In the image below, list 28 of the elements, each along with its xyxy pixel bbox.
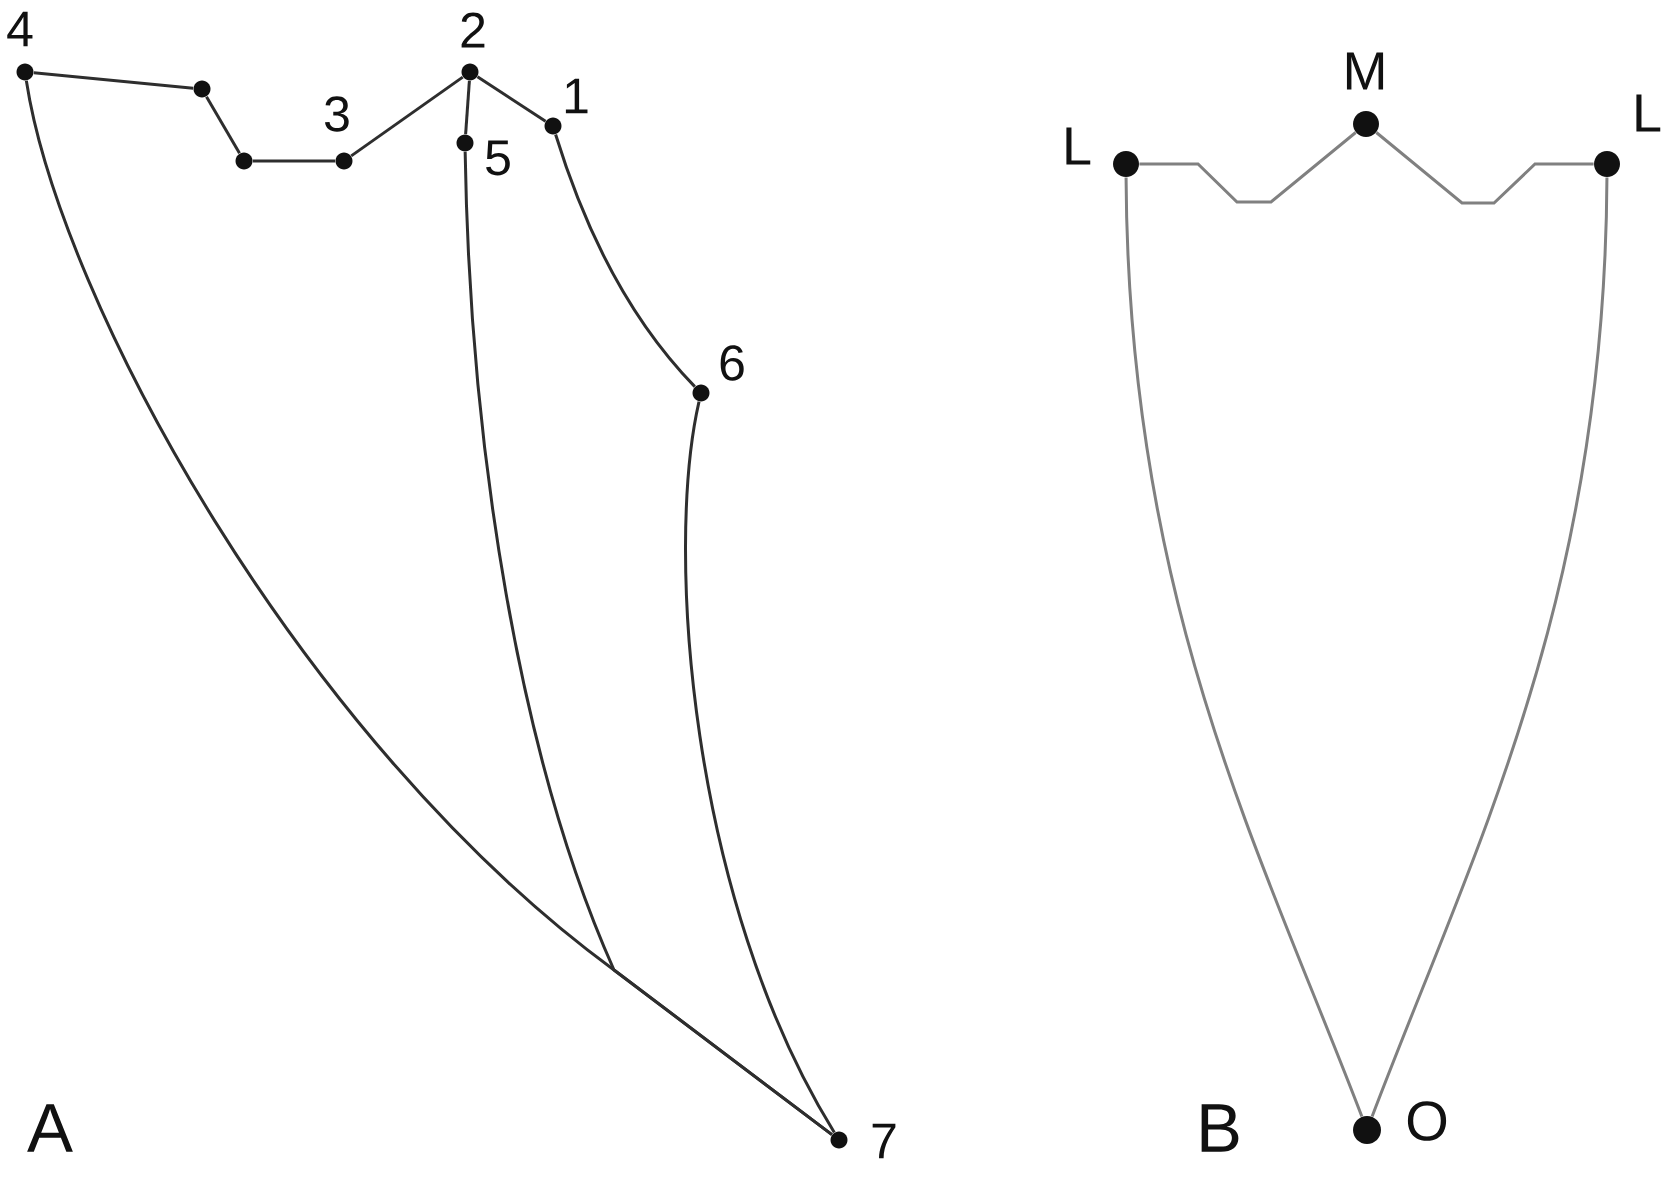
connector-line [464,80,471,135]
point-label: L [1636,94,1661,132]
point-label: 3 [325,96,349,132]
connector-line [554,134,696,388]
connector-line [1375,131,1594,205]
panel-label: B [1201,1104,1239,1152]
point-dot [235,152,253,170]
point-dot [193,80,211,98]
point-label: O [1407,1101,1447,1141]
connector-line [33,71,194,90]
connector-line [684,401,836,1134]
point-label: L [1066,127,1091,165]
point-label: 5 [486,140,510,176]
connector-line [1139,131,1357,204]
connector-line [476,75,547,123]
connector-line [463,151,833,1136]
panel-label: A [27,1104,73,1152]
connector-line [252,159,336,163]
connector-line [350,75,464,158]
point-label: M [1346,52,1384,90]
connector-line [205,95,241,155]
connector-line [1124,177,1364,1118]
point-label: 1 [565,78,588,114]
connector-line [1370,177,1609,1118]
point-label: 7 [872,1123,896,1159]
point-label: 6 [720,345,744,381]
point-label: 4 [7,11,33,47]
point-label: 2 [461,12,485,48]
